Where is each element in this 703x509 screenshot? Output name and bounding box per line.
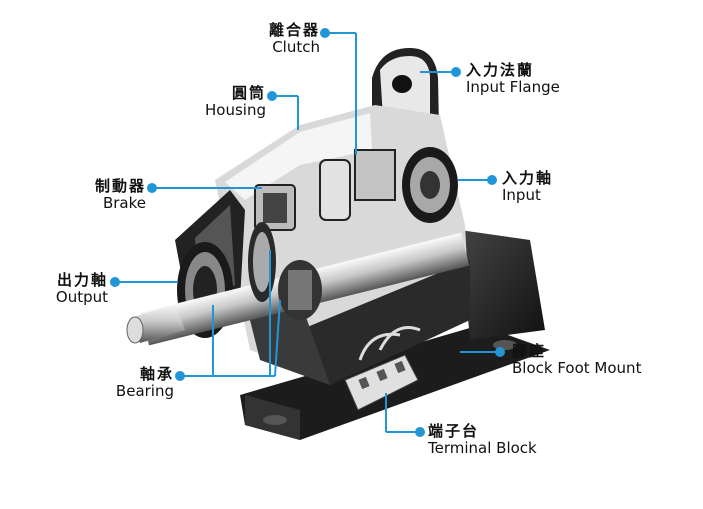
bearing-shape-2 [278, 260, 322, 320]
terminal-block-label-zh: 端子台 [428, 422, 480, 440]
brake-label-zh: 制動器 [94, 177, 146, 195]
bearing-label-zh: 軸承 [139, 365, 174, 383]
block-foot-mount-label-en: Block Foot Mount [512, 359, 642, 378]
terminal-block-label: 端子台 Terminal Block [428, 422, 568, 458]
input-flange-label-zh: 入力法蘭 [466, 61, 535, 79]
bearing-label: 軸承 Bearing [88, 365, 174, 401]
housing-label: 圓筒 Housing [180, 84, 266, 120]
input-label: 入力軸 Input [502, 169, 592, 205]
terminal-block-label-en: Terminal Block [428, 439, 537, 458]
bearing-label-en: Bearing [115, 382, 174, 401]
input-label-zh: 入力軸 [502, 169, 554, 187]
brake-label: 制動器 Brake [58, 177, 146, 213]
output-label: 出力軸 Output [22, 271, 108, 307]
terminal-block-shape [344, 326, 421, 411]
bearing-shape-1 [248, 222, 276, 302]
input-flange-label: 入力法蘭 Input Flange [466, 61, 596, 97]
callout-lines [110, 28, 505, 437]
output-label-zh: 出力軸 [56, 271, 108, 289]
brake-label-en: Brake [102, 194, 146, 213]
block-foot-mount-label: 腳座 Block Foot Mount [512, 342, 682, 378]
clutch-label-en: Clutch [272, 38, 320, 57]
input-label-en: Input [502, 186, 541, 205]
output-label-en: Output [55, 288, 108, 307]
clutch-label-zh: 離合器 [268, 21, 320, 39]
input-bearing-shape [402, 147, 458, 223]
housing-label-zh: 圓筒 [231, 84, 266, 102]
input-flange-label-en: Input Flange [466, 78, 560, 97]
housing-label-en: Housing [205, 101, 266, 120]
clutch-label: 離合器 Clutch [228, 21, 320, 57]
brake-shape [254, 184, 296, 231]
clutch-shape [319, 149, 396, 221]
block-foot-mount-label-zh: 腳座 [512, 342, 547, 360]
